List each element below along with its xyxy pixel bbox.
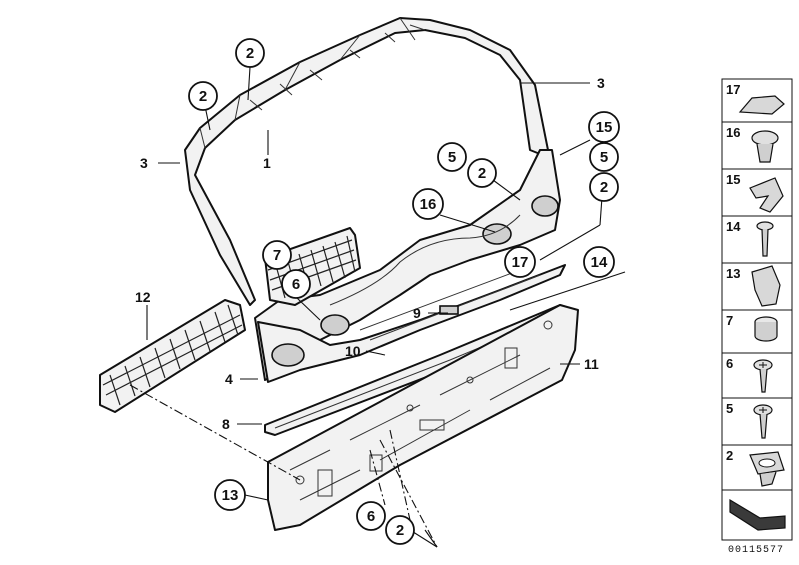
callout: 7 (262, 240, 292, 270)
part-label: 8 (222, 416, 230, 432)
callout: 6 (281, 269, 311, 299)
callout: 5 (437, 142, 467, 172)
part-label: 12 (135, 289, 151, 305)
legend-item: 15 (721, 168, 793, 217)
callout-number: 2 (396, 522, 404, 539)
legend-number: 6 (726, 356, 733, 371)
callout: 17 (504, 246, 536, 278)
grommet-icon (749, 451, 785, 487)
callout-number: 13 (222, 487, 239, 504)
callout-number: 17 (512, 254, 529, 271)
legend-number: 15 (726, 172, 740, 187)
legend-number: 14 (726, 219, 741, 234)
callout: 13 (214, 479, 246, 511)
part-label: 1 (263, 155, 271, 171)
callout-number: 7 (273, 247, 281, 264)
callout: 14 (583, 246, 615, 278)
callout: 2 (235, 38, 265, 68)
legend-item: 2 (721, 444, 793, 491)
callout: 6 (356, 501, 386, 531)
callout: 15 (588, 111, 620, 143)
callout: 2 (385, 515, 415, 545)
retaining-clip-icon (751, 265, 781, 307)
callout-number: 2 (246, 45, 254, 62)
legend-item (721, 489, 793, 541)
leader-lines (146, 66, 626, 548)
callout: 16 (412, 188, 444, 220)
part-label: 4 (225, 371, 233, 387)
part-label: 3 (597, 75, 605, 91)
callout-number: 16 (420, 196, 437, 213)
spring-clip-icon (749, 177, 784, 213)
callout-number: 14 (591, 254, 608, 271)
part-label: 10 (345, 343, 361, 359)
clip-cap-icon (738, 95, 785, 115)
tailgate-window-frame (184, 17, 549, 306)
seal-profile-icon (729, 498, 786, 531)
legend-item: 5 (721, 397, 793, 446)
callout: 2 (467, 158, 497, 188)
callout-number: 2 (199, 88, 207, 105)
reference-code: 00115577 (728, 545, 784, 556)
legend-number: 13 (726, 266, 740, 281)
phillips-screw-icon (753, 404, 773, 439)
callout-number: 2 (478, 165, 486, 182)
part-label: 11 (584, 356, 599, 372)
part-label: 9 (413, 305, 421, 321)
callout: 2 (589, 172, 619, 202)
inner-tailgate-panel (267, 304, 579, 531)
callout-number: 5 (448, 149, 456, 166)
assembly-lines (129, 384, 438, 548)
callout-number: 6 (367, 508, 375, 525)
legend-number: 7 (726, 313, 733, 328)
callout-number: 15 (596, 119, 613, 136)
callout-number: 5 (600, 149, 608, 166)
legend-number: 5 (726, 401, 733, 416)
part-label: 3 (140, 155, 148, 171)
legend-item: 14 (721, 215, 793, 264)
legend-item: 16 (721, 121, 793, 170)
legend-number: 16 (726, 125, 740, 140)
legend-item: 13 (721, 262, 793, 311)
expanding-rivet-icon (751, 130, 779, 163)
legend-item: 6 (721, 352, 793, 399)
legend-item: 17 (721, 78, 793, 123)
callout: 2 (188, 81, 218, 111)
rubber-buffer-icon (754, 316, 778, 342)
push-pin-icon (756, 221, 774, 257)
callout-number: 6 (292, 276, 300, 293)
side-grille-panel (99, 299, 246, 413)
legend-item: 7 (721, 309, 793, 354)
lower-tailgate-trim (254, 149, 566, 383)
legend-number: 2 (726, 448, 733, 463)
legend-number: 17 (726, 82, 740, 97)
callout-number: 2 (600, 179, 608, 196)
parts-legend: 17 16 15 14 (721, 78, 793, 541)
callout: 5 (589, 142, 619, 172)
phillips-screw-icon (753, 359, 773, 393)
